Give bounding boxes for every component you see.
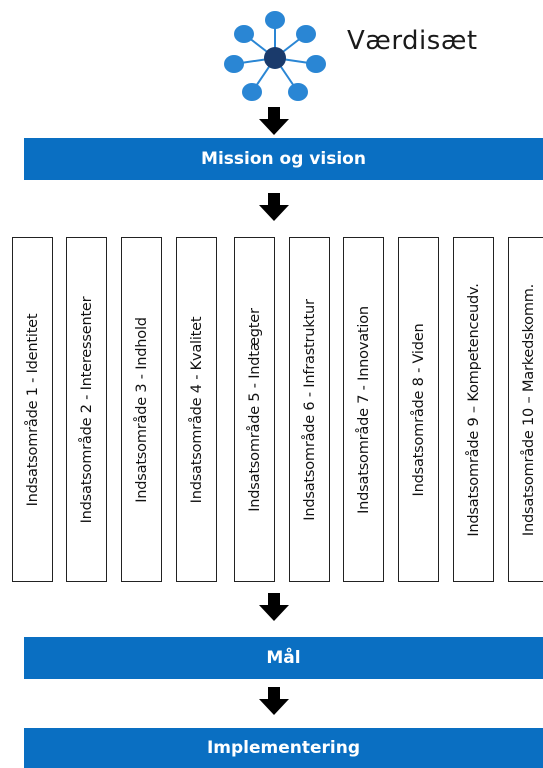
focus-area-label: Indsatsområde 5 - Indtægter [246,307,263,512]
focus-area-box: Indsatsområde 4 - Kvalitet [176,237,217,582]
focus-area-label: Indsatsområde 7 - Innovation [355,305,372,514]
focus-area-box: Indsatsområde 3 - Indhold [121,237,162,582]
focus-area-box: Indsatsområde 7 - Innovation [343,237,384,582]
focus-area-label: Indsatsområde 1 - Identitet [24,313,41,506]
network-hub-icon [224,11,326,101]
focus-area-box: Indsatsområde 5 - Indtægter [234,237,275,582]
focus-area-box: Indsatsområde 9 – Kompetenceudv. [453,237,494,582]
implementation-band: Implementering [24,728,543,768]
values-title: Værdisæt [347,26,478,56]
focus-area-label: Indsatsområde 3 - Indhold [133,316,150,503]
down-arrow-icon [259,193,289,221]
focus-area-box: Indsatsområde 8 - Viden [398,237,439,582]
focus-area-label: Indsatsområde 9 – Kompetenceudv. [465,282,482,537]
down-arrow-icon [259,687,289,715]
focus-area-columns: Indsatsområde 1 - Identitet Indsatsområd… [0,237,543,583]
focus-area-box: Indsatsområde 2 - Interessenter [66,237,107,582]
focus-area-label: Indsatsområde 2 - Interessenter [78,296,95,523]
down-arrow-icon [259,593,289,621]
mission-vision-band: Mission og vision [24,138,543,180]
goals-band: Mål [24,637,543,679]
focus-area-box: Indsatsområde 1 - Identitet [12,237,53,582]
focus-area-label: Indsatsområde 10 – Markedskomm. [520,283,537,536]
focus-area-label: Indsatsområde 6 - Infrastruktur [301,298,318,521]
focus-area-label: Indsatsområde 4 - Kvalitet [188,316,205,503]
down-arrow-icon [259,107,289,135]
focus-area-box: Indsatsområde 6 - Infrastruktur [289,237,330,582]
focus-area-label: Indsatsområde 8 - Viden [410,323,427,496]
focus-area-box: Indsatsområde 10 – Markedskomm. [508,237,543,582]
